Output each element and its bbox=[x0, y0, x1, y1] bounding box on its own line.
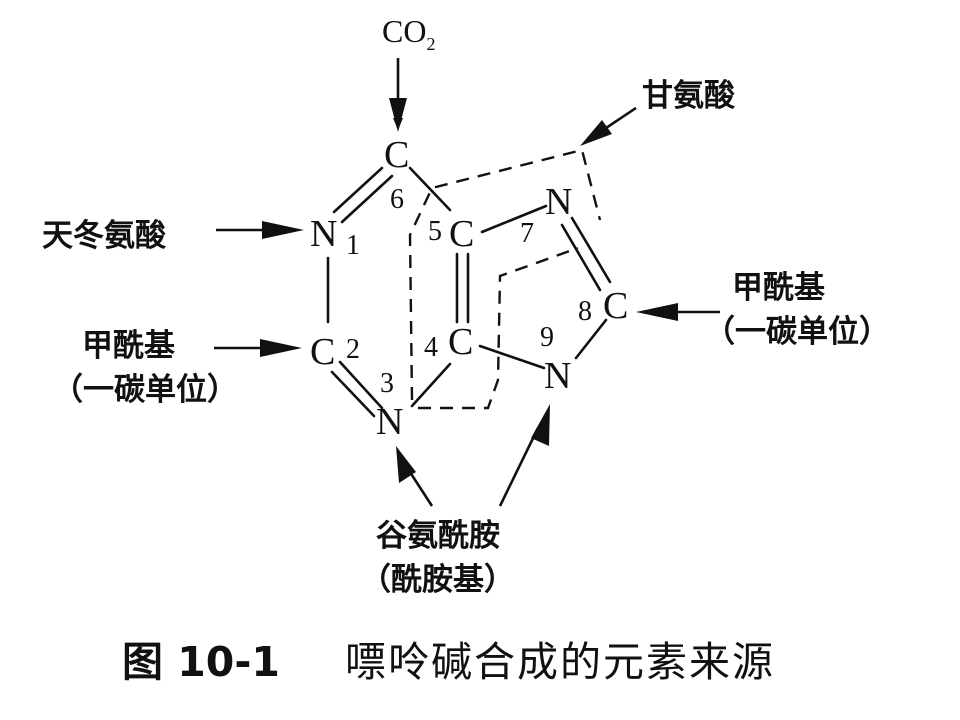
position-5: 5 bbox=[428, 216, 442, 247]
glycine-region-outline bbox=[408, 148, 602, 401]
bond-c6-n1-a bbox=[332, 166, 384, 214]
position-4: 4 bbox=[424, 332, 438, 363]
glutamine-n3-arrow-head bbox=[396, 446, 416, 483]
formyl-left-label-line2: （一碳单位） bbox=[52, 372, 238, 408]
glycine-arrow-head bbox=[580, 120, 612, 146]
co2-arrow-head bbox=[389, 98, 407, 132]
position-9: 9 bbox=[540, 322, 554, 353]
glycine-label: 甘氨酸 bbox=[642, 78, 736, 114]
position-6: 6 bbox=[390, 184, 404, 215]
glutamine-label-line2: （酰胺基） bbox=[360, 562, 515, 598]
co2-label: CO2 bbox=[382, 13, 435, 54]
glutamine-region-outline bbox=[418, 246, 579, 410]
formyl-left-arrow-head bbox=[260, 339, 302, 357]
formyl-right-label-line1: 甲酰基 bbox=[732, 270, 825, 306]
atom-c4: C bbox=[448, 321, 473, 363]
source-outlines bbox=[408, 148, 602, 410]
source-arrows bbox=[214, 58, 720, 507]
ring-bonds bbox=[326, 166, 612, 418]
atom-c6: C bbox=[384, 134, 409, 176]
bond-c2-n3-b bbox=[330, 370, 376, 418]
position-1: 1 bbox=[346, 230, 360, 261]
source-labels: CO2 甘氨酸 天冬氨酸 甲酰基 （一碳单位） 甲酰基 （一碳单位） 谷氨酰胺 … bbox=[42, 13, 890, 598]
atom-c8: C bbox=[603, 285, 628, 327]
atom-c2: C bbox=[310, 331, 335, 373]
glutamine-label-line1: 谷氨酰胺 bbox=[376, 518, 500, 554]
bond-n7-c8-b bbox=[560, 223, 602, 292]
bond-c6-n1-b bbox=[340, 174, 394, 224]
bond-c6-c5 bbox=[408, 166, 452, 212]
glutamine-n9-arrow bbox=[498, 427, 540, 507]
position-2: 2 bbox=[346, 334, 360, 365]
figure-caption: 图 10-1 嘌呤碱合成的元素来源 bbox=[0, 628, 960, 698]
formyl-right-label-line2: （一碳单位） bbox=[704, 314, 890, 350]
bond-c4-n9 bbox=[478, 344, 546, 370]
atom-n3: N bbox=[376, 401, 403, 443]
bond-n7-c8-a bbox=[570, 216, 612, 284]
co2-label-main: CO bbox=[382, 13, 426, 49]
figure-title: 嘌呤碱合成的元素来源 bbox=[345, 638, 775, 686]
aspartate-label: 天冬氨酸 bbox=[42, 218, 167, 254]
aspartate-arrow-head bbox=[262, 221, 304, 239]
bond-c4-n3 bbox=[410, 362, 452, 408]
position-numbers: 1 2 3 4 5 6 7 8 9 bbox=[346, 184, 592, 399]
atom-n1: N bbox=[310, 213, 337, 255]
position-8: 8 bbox=[578, 296, 592, 327]
atoms: C N C N C C C N N bbox=[310, 134, 628, 443]
atom-c5: C bbox=[449, 213, 474, 255]
atom-n7: N bbox=[545, 181, 572, 223]
glutamine-n9-arrow-head bbox=[531, 404, 550, 446]
bond-c8-n9 bbox=[574, 318, 608, 360]
position-3: 3 bbox=[380, 368, 394, 399]
bond-c2-n3-a bbox=[338, 360, 384, 410]
co2-label-sub: 2 bbox=[426, 34, 435, 54]
position-7: 7 bbox=[520, 218, 534, 249]
figure-number: 图 10-1 bbox=[122, 638, 280, 686]
bond-c5-n7 bbox=[480, 204, 548, 234]
atom-n9: N bbox=[544, 355, 571, 397]
formyl-left-label-line1: 甲酰基 bbox=[82, 328, 175, 364]
formyl-right-arrow-head bbox=[636, 303, 678, 321]
